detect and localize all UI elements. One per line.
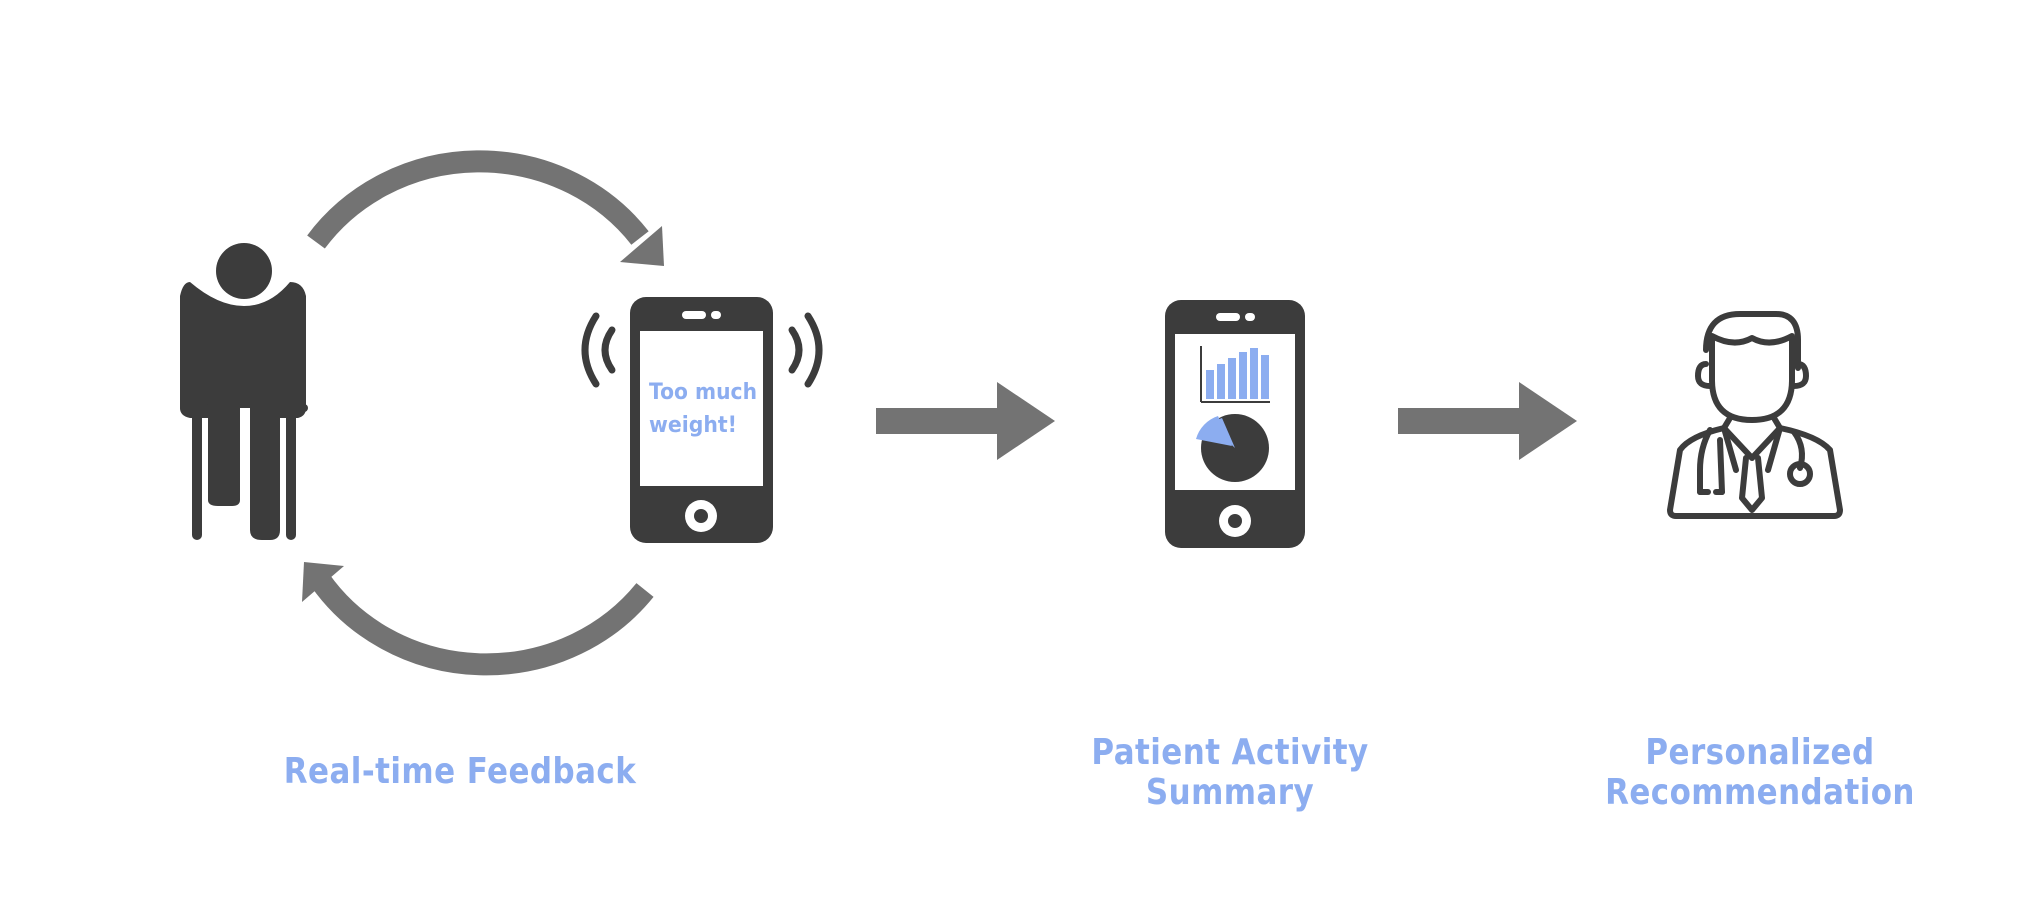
arrow-right-icon: [876, 382, 1055, 460]
person-with-crutches-icon: [180, 243, 308, 540]
arrow-right-icon: [1398, 382, 1577, 460]
caption-personalized-recommendation: Personalized Recommendation: [1562, 733, 1958, 813]
pie-chart-icon: [1196, 414, 1269, 482]
caption-feedback-text: Real-time Feedback: [283, 751, 637, 792]
curved-arrow-left-icon: [302, 562, 654, 676]
caption-recommendation-line2: Recommendation: [1605, 772, 1915, 813]
vibrating-smartphone-icon: [581, 297, 823, 543]
caption-real-time-feedback: Real-time Feedback: [262, 752, 658, 792]
caption-summary-line2: Summary: [1145, 772, 1315, 813]
doctor-with-stethoscope-icon: [1667, 311, 1843, 519]
caption-summary-line1: Patient Activity: [1091, 732, 1369, 773]
caption-recommendation-line1: Personalized: [1645, 732, 1875, 773]
smartphone-dashboard-icon: [1165, 300, 1305, 548]
phone-alert-line2: weight!: [649, 413, 737, 438]
bar-chart-icon: [1200, 346, 1270, 403]
curved-arrow-right-icon: [307, 150, 664, 266]
caption-patient-activity-summary: Patient Activity Summary: [1058, 733, 1402, 813]
phone-alert-line1: Too much: [649, 380, 757, 405]
